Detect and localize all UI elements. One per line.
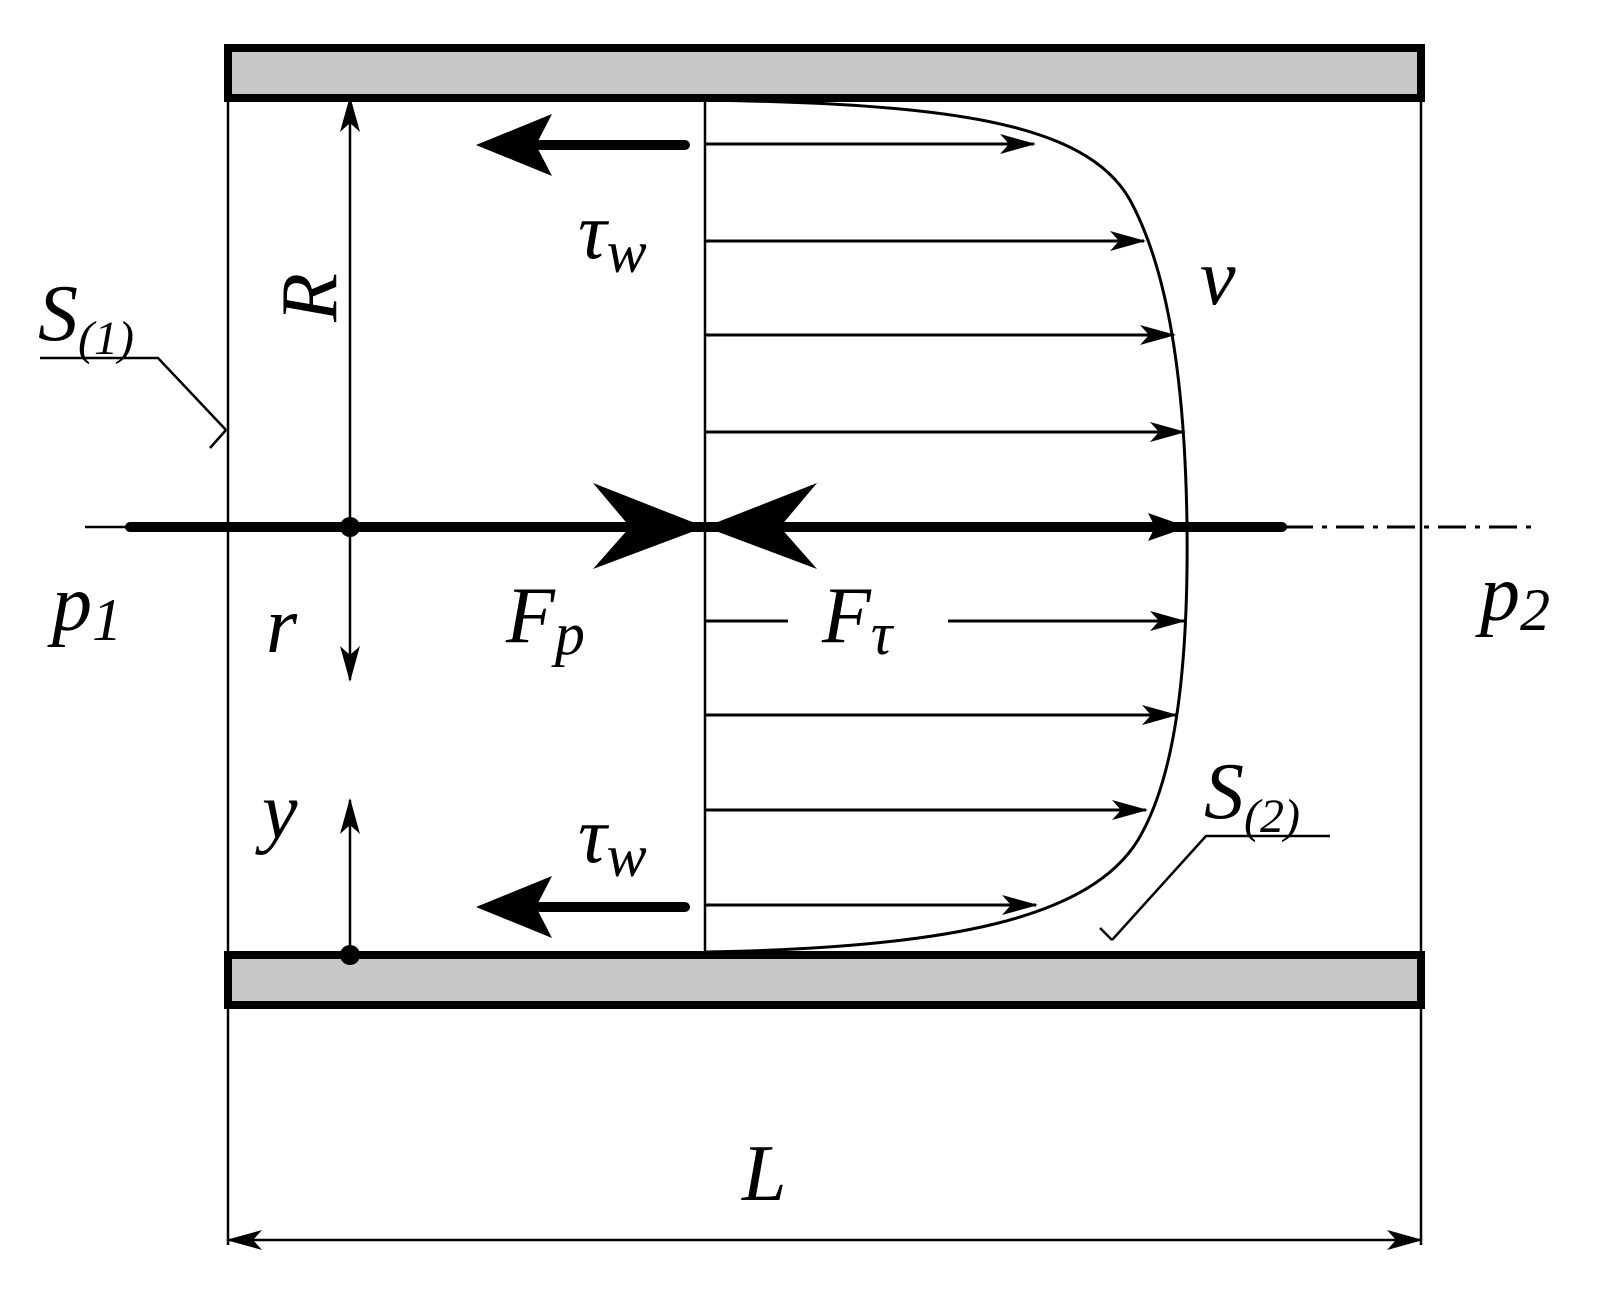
label-p2: p2 xyxy=(1475,550,1550,643)
bottom-pipe-wall xyxy=(224,951,1425,1009)
centerline-velocity-arrowhead xyxy=(1148,513,1188,541)
shear-force-arrowhead xyxy=(705,483,817,569)
origin-dot-center xyxy=(340,517,360,537)
label-r: r xyxy=(266,582,298,670)
top-pipe-wall xyxy=(224,44,1425,102)
s2-leader-tick xyxy=(1099,927,1113,941)
wall-shear-arrowhead-bottom xyxy=(476,876,552,938)
s1-leader-tick xyxy=(209,429,227,449)
label-Ftau: Fτ xyxy=(821,572,895,667)
s2-leader-line xyxy=(1111,834,1330,941)
label-Ftau-background xyxy=(788,580,948,660)
label-tau-w-top: τw xyxy=(578,188,647,285)
label-s1: S(1) xyxy=(38,270,134,365)
label-Fp: Fp xyxy=(505,572,585,667)
label-p1: p1 xyxy=(47,560,122,653)
wall-shear-arrowhead-top xyxy=(476,114,552,176)
label-y: y xyxy=(255,768,298,856)
label-velocity-v: v xyxy=(1200,234,1236,322)
label-tau-w-bottom: τw xyxy=(578,792,647,889)
origin-dot-wall xyxy=(340,945,360,965)
s1-leader-line xyxy=(40,356,227,431)
label-length-L: L xyxy=(741,1130,787,1218)
label-s2: S(2) xyxy=(1204,748,1300,843)
pressure-force-arrowhead xyxy=(593,483,705,569)
label-radius-R: R xyxy=(266,273,354,323)
